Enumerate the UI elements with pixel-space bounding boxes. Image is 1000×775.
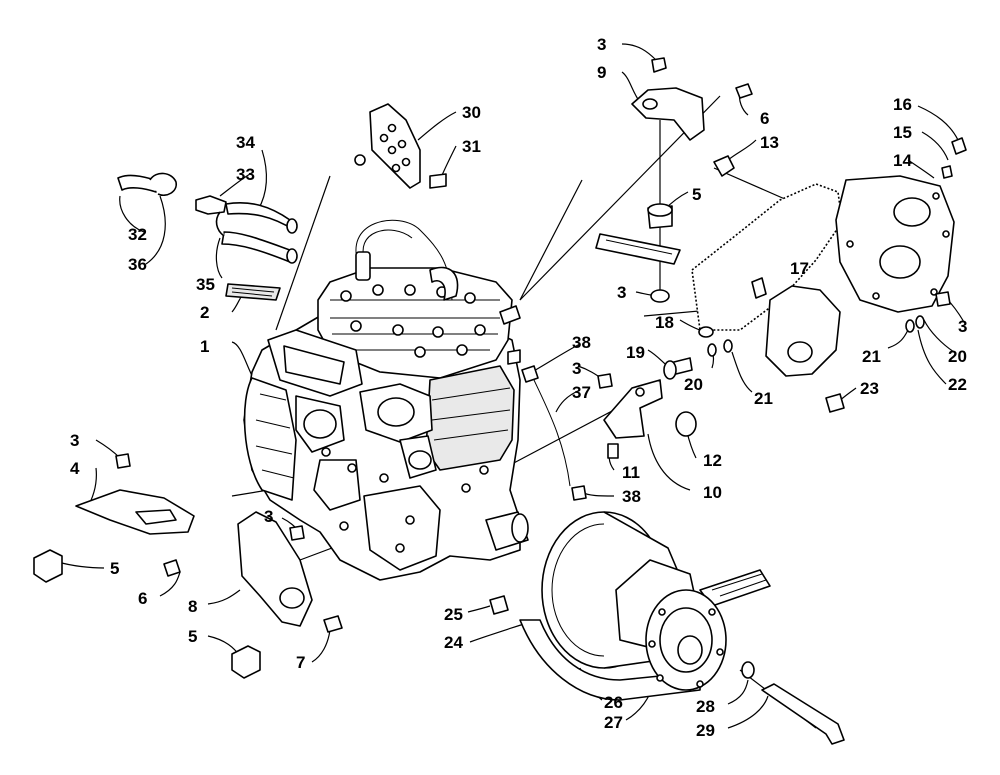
label-part-8: 8 <box>188 597 197 616</box>
label-part-4: 4 <box>70 459 80 478</box>
plug-part-15 <box>941 165 953 179</box>
mount-part-5-top <box>647 203 673 217</box>
label-part-36: 36 <box>128 255 147 274</box>
label-part-21-right: 21 <box>862 347 881 366</box>
label-part-3-top: 3 <box>597 35 606 54</box>
label-part-17: 17 <box>790 259 809 278</box>
mount-part-12 <box>675 411 697 437</box>
label-part-12: 12 <box>703 451 722 470</box>
hose-part-37 <box>533 379 571 487</box>
nut-part-3-right <box>935 291 951 307</box>
label-part-13: 13 <box>760 133 779 152</box>
label-part-5-bottom: 5 <box>188 627 197 646</box>
label-part-14: 14 <box>893 151 912 170</box>
label-part-20-left: 20 <box>684 375 703 394</box>
mid-mount-assembly <box>521 365 697 501</box>
decal-part-2 <box>225 283 281 301</box>
washer-part-21 <box>723 339 733 353</box>
label-part-33: 33 <box>236 165 255 184</box>
washer-part-20 <box>707 343 717 357</box>
bolt-part-6-top <box>735 83 753 99</box>
label-part-20-right: 20 <box>948 347 967 366</box>
clip-part-31 <box>429 173 447 189</box>
bracket-part-30 <box>354 103 447 189</box>
label-part-6-top: 6 <box>760 109 769 128</box>
fitting-part-38-top <box>521 365 539 383</box>
nut-part-3-left <box>115 453 131 469</box>
part-labels: 1 2 3 9 6 13 5 3 17 18 19 20 21 38 3 37 … <box>70 35 967 740</box>
label-part-3-left: 3 <box>70 431 79 450</box>
upper-mount-assembly <box>595 57 753 303</box>
label-part-29: 29 <box>696 721 715 740</box>
label-part-3-near-8: 3 <box>264 507 273 526</box>
mount-part-5-left <box>33 549 63 583</box>
bracket-part-10 <box>603 379 663 439</box>
fitting-part-38-bottom <box>571 485 587 501</box>
bracket-part-9 <box>631 87 705 141</box>
label-part-23: 23 <box>860 379 879 398</box>
label-part-38-bottom: 38 <box>622 487 641 506</box>
label-part-37: 37 <box>572 383 591 402</box>
label-part-27: 27 <box>604 713 623 732</box>
label-part-6-left: 6 <box>138 589 147 608</box>
fitting-part-16 <box>951 137 967 155</box>
washer-part-28 <box>741 661 755 679</box>
nut-part-3-mid <box>597 373 613 389</box>
arm-part-17 <box>765 285 841 377</box>
hose-part-34 <box>225 201 295 231</box>
bolt-part-11 <box>607 443 619 459</box>
washer-part-3-mid <box>650 289 670 303</box>
label-part-2: 2 <box>200 303 209 322</box>
plate-gasket <box>595 233 681 265</box>
label-part-1: 1 <box>200 337 209 356</box>
label-part-21-left: 21 <box>754 389 773 408</box>
bolt-part-29 <box>761 683 845 745</box>
label-part-38-top: 38 <box>572 333 591 352</box>
bolt-part-6-left <box>163 559 181 577</box>
label-part-30: 30 <box>462 103 481 122</box>
label-part-32: 32 <box>128 225 147 244</box>
bolt-part-23 <box>825 393 845 413</box>
chaincase-assembly <box>663 137 967 413</box>
label-part-24: 24 <box>444 633 463 652</box>
label-part-18: 18 <box>655 313 674 332</box>
label-part-15: 15 <box>893 123 912 142</box>
label-part-9: 9 <box>597 63 606 82</box>
label-part-16: 16 <box>893 95 912 114</box>
label-part-26: 26 <box>604 693 623 712</box>
label-part-34: 34 <box>236 133 255 152</box>
plate-part-4 <box>75 489 195 535</box>
label-part-28: 28 <box>696 697 715 716</box>
clamp-part-36 <box>149 172 177 197</box>
mount-part-5-bottom <box>231 645 261 679</box>
washer-part-18 <box>698 326 714 338</box>
bolt-part-7 <box>323 615 343 633</box>
label-part-11: 11 <box>622 463 640 482</box>
bolt-part-25 <box>489 595 509 615</box>
label-part-5-right: 5 <box>692 185 701 204</box>
label-part-10: 10 <box>703 483 722 502</box>
label-part-5-left: 5 <box>110 559 119 578</box>
label-part-3-mid: 3 <box>617 283 626 302</box>
nut-part-3-top <box>651 57 667 73</box>
hoses-group <box>117 172 298 264</box>
label-part-31: 31 <box>462 137 481 156</box>
label-part-3-near-38: 3 <box>572 359 581 378</box>
bolt-part-13 <box>713 155 735 177</box>
label-part-3-right: 3 <box>958 317 967 336</box>
left-mount-assembly <box>33 453 343 679</box>
nut-part-3-near-8 <box>289 525 305 541</box>
hose-part-35 <box>221 231 291 263</box>
label-part-22: 22 <box>948 375 967 394</box>
engine-assembly <box>225 219 529 581</box>
label-part-25: 25 <box>444 605 463 624</box>
cylinder-block <box>425 365 515 471</box>
label-part-7: 7 <box>296 653 305 672</box>
drive-clutch-assembly <box>489 511 845 745</box>
label-part-19: 19 <box>626 343 645 362</box>
label-part-35: 35 <box>196 275 215 294</box>
fitting-part-33 <box>195 195 227 215</box>
